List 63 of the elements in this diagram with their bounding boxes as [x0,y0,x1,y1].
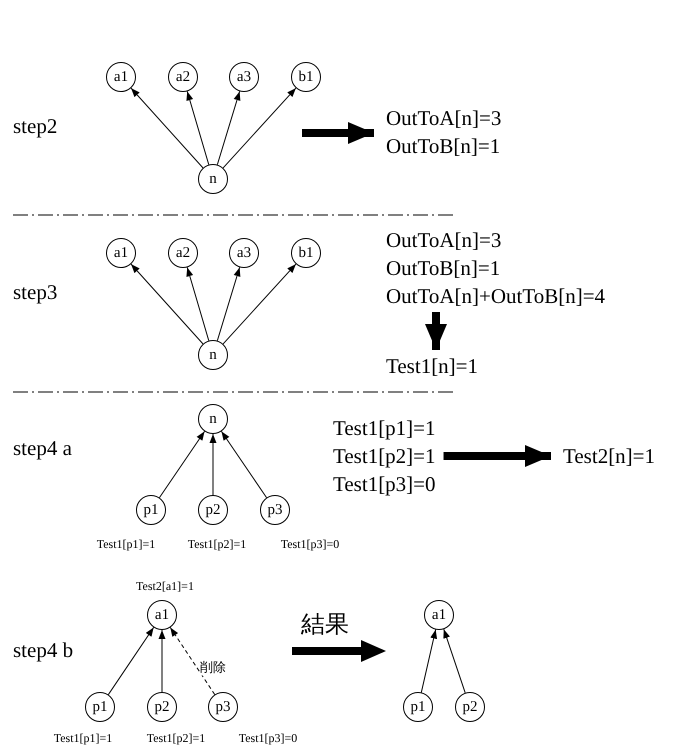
circle-node: n [198,404,228,434]
arrow [186,266,210,342]
arrow [130,88,204,168]
circle-node: n [198,340,228,370]
circle-node: p2 [147,692,177,722]
arrow [158,630,166,692]
thick-arrow [425,312,447,350]
value-line: Test2[n]=1 [563,443,656,470]
circle-node: n [198,164,228,194]
value-label: Test1[p2]=1 [188,537,246,551]
step-label: step2 [13,113,58,140]
arrow [210,434,216,496]
value-label: Test1[p1]=1 [54,731,112,745]
arrow [108,626,154,696]
thick-arrow [444,445,551,467]
step-label: step3 [13,279,58,306]
arrow [130,264,204,344]
dashed-arrow [170,627,216,695]
arrow [216,266,240,342]
circle-node: a1 [106,62,136,92]
value-label: Test1[p2]=1 [146,731,206,745]
circle-node: a3 [229,238,259,268]
circle-node: b1 [291,238,321,268]
arrow [186,90,210,166]
circle-node: p3 [208,692,238,722]
value-line: Test1[p1]=1 [333,415,436,442]
arrow [222,264,296,344]
circle-node: p2 [198,495,228,525]
value-line: OutToA[n]=3 [386,227,502,254]
value-label: Test1[p1]=1 [96,537,156,551]
circle-node: a1 [106,238,136,268]
step-label: step4 b [13,637,74,664]
circle-node: b1 [291,62,321,92]
arrow [222,88,296,168]
circle-node: p1 [85,692,115,722]
circle-node: p2 [455,692,485,722]
value-label: Test2[a1]=1 [136,579,194,593]
arrow [420,629,438,693]
circle-node: a3 [229,62,259,92]
arrow [158,430,206,498]
step-label: step4 a [13,435,72,462]
arrow [216,90,240,166]
value-line: OutToA[n]=3 [386,105,502,132]
value-line: Test1[p3]=0 [333,471,436,498]
circle-node: p1 [403,692,433,722]
arrow [443,628,466,694]
result-label: 結果 [301,610,349,638]
circle-node: p1 [136,495,166,525]
edge-label: 削除 [200,660,226,676]
circle-node: a2 [168,238,198,268]
value-line: Test1[n]=1 [386,353,478,380]
value-label: Test1[p3]=0 [280,537,340,551]
value-line: OutToA[n]+OutToB[n]=4 [386,283,606,310]
value-line: Test1[p2]=1 [333,443,436,470]
arrow [220,430,268,498]
value-label: Test1[p3]=0 [238,731,298,745]
thick-arrow [302,122,374,144]
circle-node: a2 [168,62,198,92]
circle-node: a1 [147,600,177,630]
circle-node: p3 [260,495,290,525]
value-line: OutToB[n]=1 [386,255,502,282]
value-line: OutToB[n]=1 [386,133,502,160]
circle-node: a1 [424,600,454,630]
